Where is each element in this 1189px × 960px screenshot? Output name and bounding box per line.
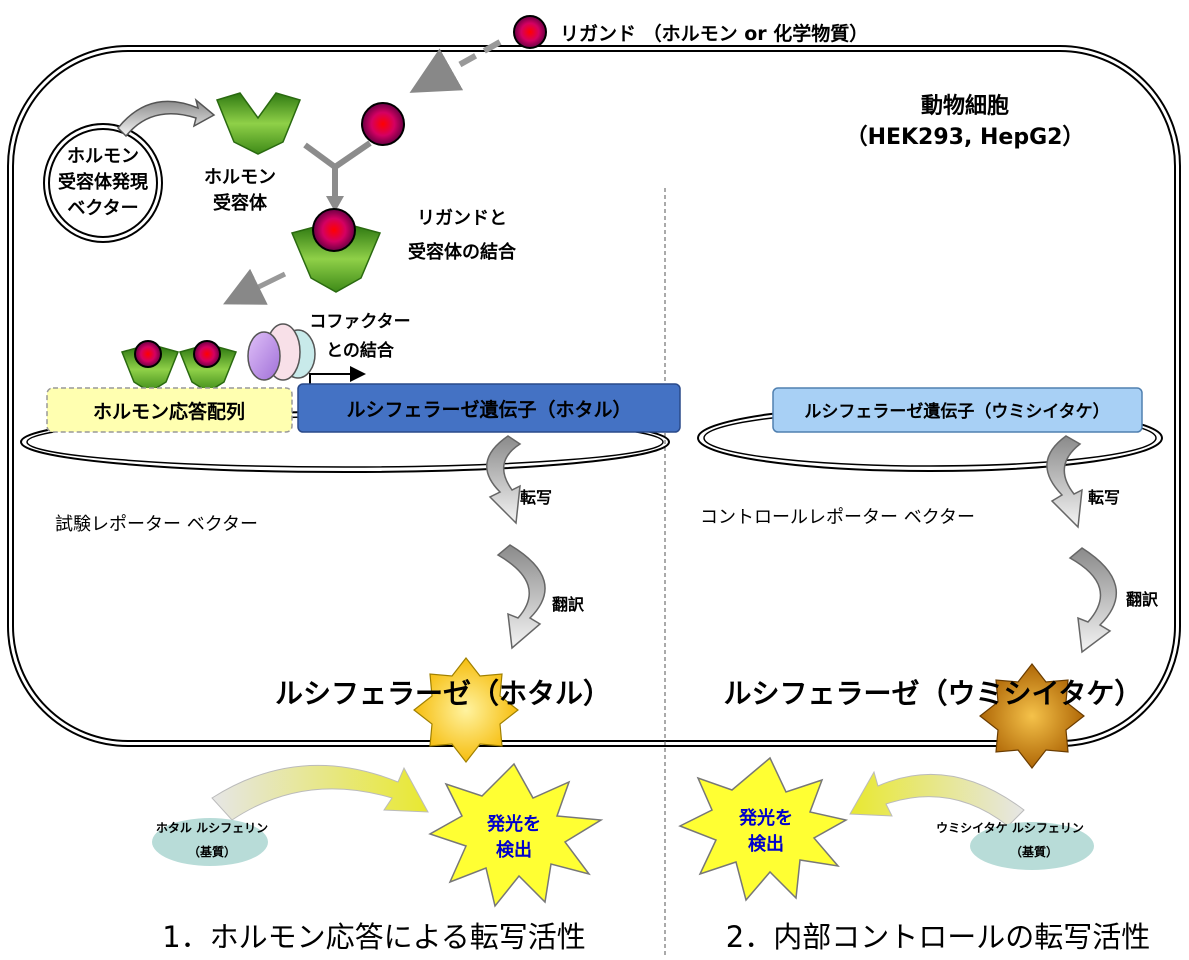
cell-subtitle: （HEK293, HepG2） <box>846 125 1085 150</box>
free-ligand-icon <box>361 102 405 146</box>
y-branch-left <box>303 142 337 170</box>
right-substrate-oval <box>970 822 1094 870</box>
firefly-enzyme-star <box>413 657 519 763</box>
test-vector-label: 試験レポーター ベクター <box>55 514 258 535</box>
cofactor-label-line2: との結合 <box>326 340 395 361</box>
renilla-enzyme-label: ルシフェラーゼ（ウミシイタケ） <box>724 677 1143 710</box>
bound-ligand-icon <box>312 208 356 252</box>
translation-label-left: 翻訳 <box>552 595 585 614</box>
transcription-arrow-right <box>1046 435 1083 529</box>
binding-label-line2: 受容体の結合 <box>408 241 517 263</box>
right-detect-line2: 検出 <box>748 833 784 855</box>
receptor-icon <box>215 92 302 155</box>
left-detect-burst <box>428 762 604 908</box>
right-substrate-line2: （基質） <box>1010 844 1058 859</box>
left-detect-line1: 発光を <box>486 813 541 835</box>
transcription-label-left: 転写 <box>520 488 552 507</box>
binding-label-line1: リガンドと <box>417 208 507 229</box>
left-substrate-line2: （基質） <box>188 844 236 859</box>
left-substrate-line1: ホタル ルシフェリン <box>156 821 268 835</box>
expression-vector-line1: ホルモン <box>67 146 139 167</box>
translation-arrow-right <box>1068 547 1117 654</box>
y-stem-arrowhead <box>326 196 344 212</box>
expression-curve-arrow <box>116 97 216 138</box>
cell-membrane-outer <box>7 45 1181 747</box>
control-vector-label: コントロールレポーター ベクター <box>700 507 975 528</box>
right-substrate-line1: ウミシイタケ ルシフェリン <box>936 821 1084 835</box>
cofactor-oval-purple <box>247 331 281 381</box>
y-branch-right <box>333 140 372 170</box>
response-element-label: ホルモン応答配列 <box>93 400 245 423</box>
bind-to-dna-arrow <box>223 268 287 305</box>
renilla-gene-box <box>772 387 1143 433</box>
caption-left: 1．ホルモン応答による転写活性 <box>162 920 586 954</box>
caption-right: 2．内部コントロールの転写活性 <box>726 920 1150 954</box>
transcription-arrow-left <box>486 435 522 525</box>
right-substrate-curve-arrow <box>849 770 1025 827</box>
firefly-gene-label: ルシフェラーゼ遺伝子（ホタル） <box>346 398 631 421</box>
receptor-label-line2: 受容体 <box>213 192 268 214</box>
left-detect-line2: 検出 <box>496 839 532 861</box>
response-element-box <box>46 387 293 433</box>
left-substrate-oval <box>152 818 268 866</box>
translation-arrow-left <box>496 544 546 650</box>
cell-membrane-inner <box>12 50 1176 742</box>
expression-vector-line3: ベクター <box>67 198 138 219</box>
firefly-gene-box <box>297 383 681 433</box>
left-substrate-curve-arrow <box>211 764 429 821</box>
transcription-label-right: 転写 <box>1088 488 1120 507</box>
receptor-label-line1: ホルモン <box>204 167 276 188</box>
translation-label-right: 翻訳 <box>1126 590 1159 609</box>
expression-vector-line2: 受容体発現 <box>58 171 148 193</box>
renilla-enzyme-star <box>979 663 1085 769</box>
ligand-entry-arrow <box>409 39 502 93</box>
ligand-legend-icon <box>513 15 547 49</box>
dimer-ligand-left <box>134 340 162 368</box>
cell-title: 動物細胞 <box>921 93 1009 119</box>
renilla-gene-label: ルシフェラーゼ遺伝子（ウミシイタケ） <box>804 401 1109 422</box>
right-detect-line1: 発光を <box>738 807 793 829</box>
cofactor-label-line1: コファクター <box>309 312 410 332</box>
right-detect-burst <box>678 756 849 902</box>
dimer-ligand-right <box>193 340 221 368</box>
firefly-enzyme-label: ルシフェラーゼ（ホタル） <box>275 677 611 710</box>
expression-vector-inner <box>48 128 158 238</box>
ligand-legend-text: リガンド （ホルモン or 化学物質） <box>560 22 868 45</box>
